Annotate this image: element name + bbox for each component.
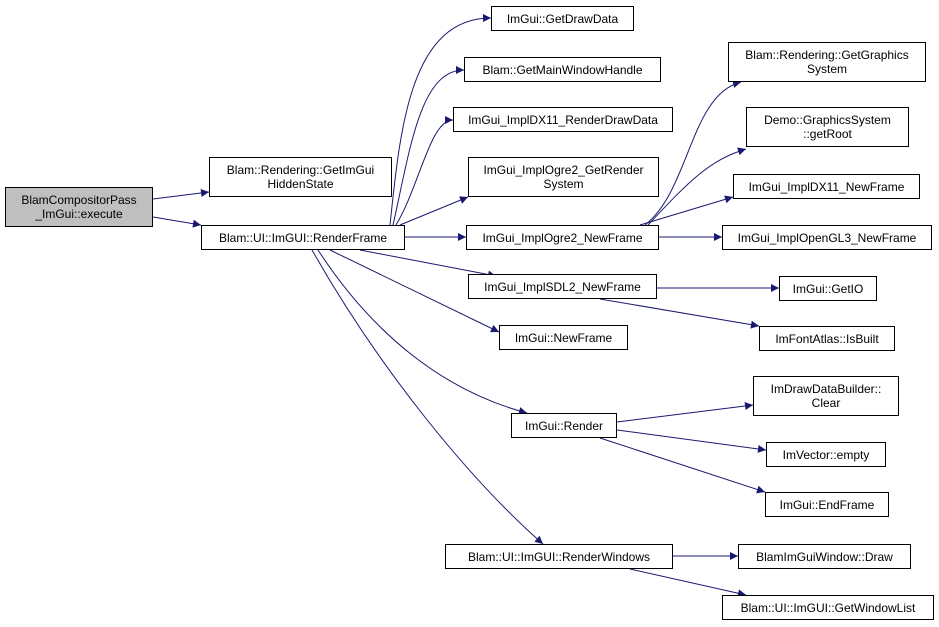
node-get-window-list-label: Blam::UI::ImGUI::GetWindowList bbox=[740, 600, 916, 615]
node-get-io-label: ImGui::GetIO bbox=[792, 281, 864, 296]
node-window-draw[interactable]: BlamImGuiWindow::Draw bbox=[738, 544, 911, 569]
edge-sdl2-new-frame-to-is-built bbox=[599, 298, 760, 329]
edge-render-frame-to-render-windows bbox=[311, 249, 544, 545]
node-impl-dx11-render-draw-data-label: ImGui_ImplDX11_RenderDrawData bbox=[468, 112, 658, 127]
node-get-imgui-hidden-state-line-2: HiddenState bbox=[267, 177, 334, 191]
node-get-imgui-hidden-state[interactable]: Blam::Rendering::GetImGui HiddenState bbox=[209, 157, 392, 197]
edge-render-frame-to-render bbox=[317, 249, 528, 415]
node-draw-data-builder-clear-line-1: ImDrawDataBuilder:: bbox=[770, 382, 882, 396]
node-impl-dx11-render-draw-data[interactable]: ImGui_ImplDX11_RenderDrawData bbox=[453, 107, 673, 132]
node-get-graphics-system-line-1: Blam::Rendering::GetGraphics bbox=[745, 48, 909, 62]
node-root-line-2: _ImGui::execute bbox=[35, 207, 123, 221]
edge-render-windows-to-get-window-list bbox=[629, 568, 747, 598]
node-render-windows-label: Blam::UI::ImGUI::RenderWindows bbox=[467, 549, 651, 564]
node-new-frame[interactable]: ImGui::NewFrame bbox=[499, 325, 628, 350]
node-impl-ogre2-get-render-system-line-2: System bbox=[543, 177, 584, 191]
node-end-frame-label: ImGui::EndFrame bbox=[779, 497, 875, 512]
node-is-built-label: ImFontAtlas::IsBuilt bbox=[775, 331, 879, 346]
edge-root-to-hidden-state bbox=[152, 189, 210, 200]
node-render-frame[interactable]: Blam::UI::ImGUI::RenderFrame bbox=[201, 225, 405, 250]
node-get-imgui-hidden-state-line-1: Blam::Rendering::GetImGui bbox=[226, 163, 375, 177]
node-demo-get-root-line-2: ::getRoot bbox=[803, 127, 852, 141]
node-end-frame[interactable]: ImGui::EndFrame bbox=[765, 492, 889, 517]
node-get-draw-data[interactable]: ImGui::GetDrawData bbox=[491, 6, 634, 31]
node-impl-ogre2-get-render-system-line-1: ImGui_ImplOgre2_GetRender bbox=[483, 163, 644, 177]
edge-render-frame-to-get-draw-data bbox=[389, 14, 492, 226]
edge-render-frame-to-ogre2-get-render-system bbox=[399, 196, 469, 226]
edge-render-to-draw-data-builder-clear bbox=[616, 402, 754, 423]
node-window-draw-label: BlamImGuiWindow::Draw bbox=[756, 549, 893, 564]
node-vector-empty-label: ImVector::empty bbox=[782, 447, 870, 462]
node-render-windows[interactable]: Blam::UI::ImGUI::RenderWindows bbox=[445, 544, 673, 569]
node-draw-data-builder-clear-line-2: Clear bbox=[811, 396, 841, 410]
node-get-window-list[interactable]: Blam::UI::ImGUI::GetWindowList bbox=[722, 595, 934, 620]
node-demo-get-root-line-1: Demo::GraphicsSystem bbox=[764, 113, 891, 127]
edge-render-frame-to-new-frame bbox=[329, 249, 500, 333]
node-render-label: ImGui::Render bbox=[524, 418, 604, 433]
node-get-main-window-handle-label: Blam::GetMainWindowHandle bbox=[482, 62, 643, 77]
node-get-main-window-handle[interactable]: Blam::GetMainWindowHandle bbox=[464, 57, 661, 82]
node-demo-get-root[interactable]: Demo::GraphicsSystem ::getRoot bbox=[746, 107, 909, 147]
node-get-graphics-system[interactable]: Blam::Rendering::GetGraphics System bbox=[728, 42, 926, 82]
node-impl-ogre2-get-render-system[interactable]: ImGui_ImplOgre2_GetRender System bbox=[468, 157, 659, 197]
node-impl-dx11-new-frame[interactable]: ImGui_ImplDX11_NewFrame bbox=[733, 174, 920, 199]
edge-render-frame-to-main-window-handle bbox=[392, 66, 465, 226]
node-render[interactable]: ImGui::Render bbox=[511, 413, 617, 438]
node-impl-opengl3-new-frame-label: ImGui_ImplOpenGL3_NewFrame bbox=[737, 230, 917, 245]
node-render-frame-label: Blam::UI::ImGUI::RenderFrame bbox=[218, 230, 388, 245]
edge-render-frame-to-dx11-render-draw-data bbox=[395, 116, 454, 226]
node-new-frame-label: ImGui::NewFrame bbox=[514, 330, 613, 345]
node-impl-sdl2-new-frame[interactable]: ImGui_ImplSDL2_NewFrame bbox=[468, 274, 657, 299]
node-impl-ogre2-new-frame[interactable]: ImGui_ImplOgre2_NewFrame bbox=[466, 225, 659, 250]
edge-render-frame-to-sdl2-new-frame bbox=[359, 249, 497, 279]
node-root: BlamCompositorPass _ImGui::execute bbox=[5, 187, 153, 227]
node-is-built[interactable]: ImFontAtlas::IsBuilt bbox=[759, 326, 895, 351]
node-root-line-1: BlamCompositorPass bbox=[21, 193, 137, 207]
edge-ogre2-new-frame-to-dx11-new-frame bbox=[639, 195, 734, 226]
edge-render-to-vector-empty bbox=[616, 429, 767, 453]
edge-ogre2-new-frame-to-demo-get-root bbox=[647, 147, 747, 226]
node-get-graphics-system-line-2: System bbox=[806, 62, 847, 76]
edge-root-to-render-frame bbox=[152, 216, 202, 228]
node-impl-ogre2-new-frame-label: ImGui_ImplOgre2_NewFrame bbox=[482, 230, 643, 245]
node-get-draw-data-label: ImGui::GetDrawData bbox=[506, 11, 619, 26]
node-impl-opengl3-new-frame[interactable]: ImGui_ImplOpenGL3_NewFrame bbox=[722, 225, 932, 250]
edge-ogre2-new-frame-to-graphics-system bbox=[644, 80, 742, 226]
node-impl-dx11-new-frame-label: ImGui_ImplDX11_NewFrame bbox=[748, 179, 905, 194]
node-vector-empty[interactable]: ImVector::empty bbox=[766, 442, 886, 467]
node-get-io[interactable]: ImGui::GetIO bbox=[779, 276, 877, 301]
edge-render-to-end-frame bbox=[599, 437, 766, 494]
node-draw-data-builder-clear[interactable]: ImDrawDataBuilder:: Clear bbox=[753, 376, 899, 416]
node-impl-sdl2-new-frame-label: ImGui_ImplSDL2_NewFrame bbox=[484, 279, 641, 294]
